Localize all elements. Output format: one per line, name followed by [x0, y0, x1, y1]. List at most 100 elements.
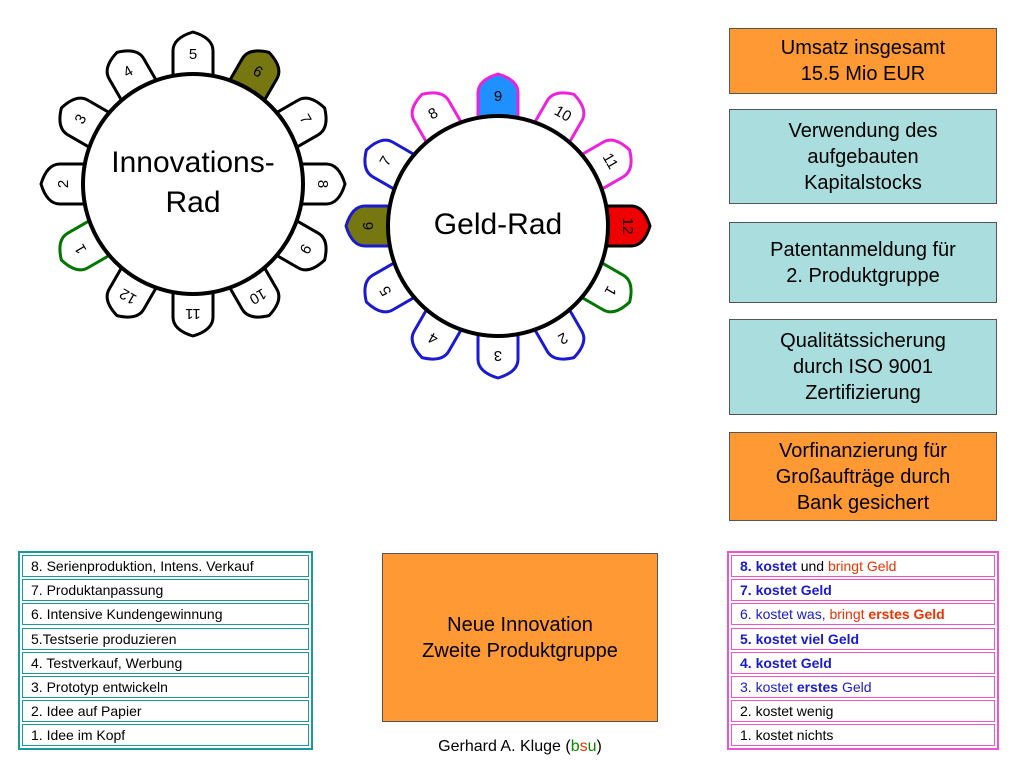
innovation-wheel-petal-3: 3 — [58, 96, 112, 150]
petal-shape — [58, 218, 112, 272]
new-innovation-line-2: Zweite Produktgruppe — [422, 639, 618, 662]
petal-number: 10 — [551, 102, 574, 125]
petal-shape — [579, 138, 633, 192]
petal-shape — [171, 289, 215, 338]
petal-shape — [603, 204, 652, 248]
petal-shape — [274, 96, 328, 150]
money-wheel-petal-12: 12 — [603, 204, 652, 248]
petal-shape — [105, 265, 159, 319]
money-wheel-petal-3: 3 — [476, 331, 520, 380]
money-wheel-hub — [386, 114, 610, 338]
new-innovation-line-1: Neue Innovation — [447, 613, 593, 636]
petal-shape — [344, 204, 393, 248]
wheels-diagram: 123456789101112Innovations-Rad1234567891… — [39, 30, 652, 380]
author-u: u — [587, 738, 597, 755]
money-step-segment: bringt Geld — [827, 558, 897, 574]
money-wheel-petal-9: 9 — [476, 72, 520, 121]
money-wheel-petal-4: 4 — [410, 307, 464, 361]
money-step-segment: erstes Geld — [868, 606, 945, 623]
innovation-wheel-petal-10: 10 — [227, 265, 281, 319]
money-wheel-petal-2: 2 — [532, 307, 586, 361]
money-step-segment: 7. kostet Geld — [740, 582, 832, 599]
revenue-box: Umsatz insgesamt 15.5 Mio EUR — [729, 28, 997, 94]
petal-shape — [363, 138, 417, 192]
author-name: Gerhard A. Kluge ( — [438, 738, 571, 755]
petal-number: 5 — [189, 46, 197, 63]
innovation-step-1: 1. Idee im Kopf — [22, 724, 309, 747]
innovation-wheel-petal-2: 2 — [39, 162, 88, 206]
petal-number: 9 — [494, 88, 502, 105]
money-step-segment: 1. kostet nichts — [740, 727, 834, 744]
money-step-segment: 5. kostet viel Geld — [740, 630, 860, 647]
money-step-2: 2. kostet wenig — [731, 700, 995, 723]
petal-number: 2 — [55, 180, 72, 188]
financing-box: Vorfinanzierung für Großaufträge durch B… — [729, 432, 997, 521]
innovation-step-7: 7. Produktanpassung — [22, 579, 309, 602]
innovation-steps-list: 8. Serienproduktion, Intens. Verkauf 7. … — [18, 551, 313, 751]
patent-line-1: Patentanmeldung für — [770, 238, 956, 261]
revenue-line-1: Umsatz insgesamt — [780, 37, 946, 59]
quality-line-2: durch ISO 9001 — [792, 356, 934, 378]
petal-number: 10 — [246, 285, 269, 308]
money-step-5: 5. kostet viel Geld — [731, 627, 995, 650]
author-close: ) — [596, 738, 602, 755]
innovation-step-3: 3. Prototyp entwickeln — [22, 675, 309, 698]
money-wheel-petal-10: 10 — [532, 91, 586, 145]
quality-box: Qualitätssicherung durch ISO 9001 Zertif… — [729, 319, 997, 415]
money-step-segment: Geld — [838, 678, 872, 695]
money-step-segment: 6. kostet was, — [740, 606, 830, 623]
money-step-segment: 3. kostet — [740, 678, 797, 695]
money-step-segment: bringt — [829, 606, 869, 623]
money-step-6: 6. kostet was, bringt erstes Geld — [731, 603, 995, 626]
innovation-wheel-petal-6: 6 — [227, 49, 281, 103]
petal-shape — [410, 307, 464, 361]
author-credit: Gerhard A. Kluge (bsu) — [380, 738, 660, 756]
petal-shape — [476, 72, 520, 121]
petal-number: 3 — [494, 347, 502, 364]
money-wheel-petal-8: 8 — [410, 91, 464, 145]
new-innovation-box: Neue Innovation Zweite Produktgruppe — [382, 553, 658, 722]
innovation-step-2: 2. Idee auf Papier — [22, 700, 309, 723]
money-step-1: 1. kostet nichts — [731, 724, 995, 747]
money-step-segment: und — [796, 558, 828, 574]
innovation-wheel-petal-12: 12 — [105, 265, 159, 319]
innovation-wheel-petal-9: 9 — [274, 218, 328, 272]
petal-shape — [579, 260, 633, 314]
innovation-wheel-petal-5: 5 — [171, 30, 215, 79]
petal-number: 6 — [360, 222, 377, 230]
petal-shape — [532, 91, 586, 145]
petal-number: 11 — [185, 305, 201, 322]
petal-shape — [532, 307, 586, 361]
quality-line-3: Zertifizierung — [805, 382, 921, 404]
revenue-line-2: 15.5 Mio EUR — [800, 63, 926, 85]
innovation-wheel-title-1: Innovations- — [111, 146, 274, 179]
author-s: s — [579, 738, 588, 755]
patent-box: Patentanmeldung für 2. Produktgruppe — [729, 222, 997, 303]
innovation-step-6: 6. Intensive Kundengewinnung — [22, 603, 309, 626]
money-wheel-petal-11: 11 — [579, 138, 633, 192]
petal-shape — [105, 49, 159, 103]
money-wheel-petal-5: 5 — [363, 260, 417, 314]
financing-line-1: Vorfinanzierung für — [779, 439, 947, 462]
money-step-segment: 4. kostet Geld — [740, 654, 832, 671]
money-wheel-title-1: Geld-Rad — [434, 208, 562, 241]
money-step-segment: 2. kostet wenig — [740, 703, 834, 720]
author-b: b — [570, 738, 580, 755]
petal-shape — [227, 49, 281, 103]
money-wheel-petal-6: 6 — [344, 204, 393, 248]
petal-shape — [274, 218, 328, 272]
capital-usage-line-2: aufgebauten — [807, 145, 919, 168]
innovation-wheel-petal-1: 1 — [58, 218, 112, 272]
financing-line-2: Großaufträge durch — [775, 465, 951, 488]
petal-shape — [58, 96, 112, 150]
innovation-wheel-title-2: Rad — [165, 186, 220, 219]
petal-shape — [363, 260, 417, 314]
petal-number: 12 — [619, 218, 636, 235]
innovation-wheel-petal-7: 7 — [274, 96, 328, 150]
money-step-segment: erstes — [796, 678, 839, 695]
petal-shape — [476, 331, 520, 380]
innovation-step-5: 5.Testserie produzieren — [22, 627, 309, 650]
capital-usage-line-3: Kapitalstocks — [804, 171, 922, 194]
